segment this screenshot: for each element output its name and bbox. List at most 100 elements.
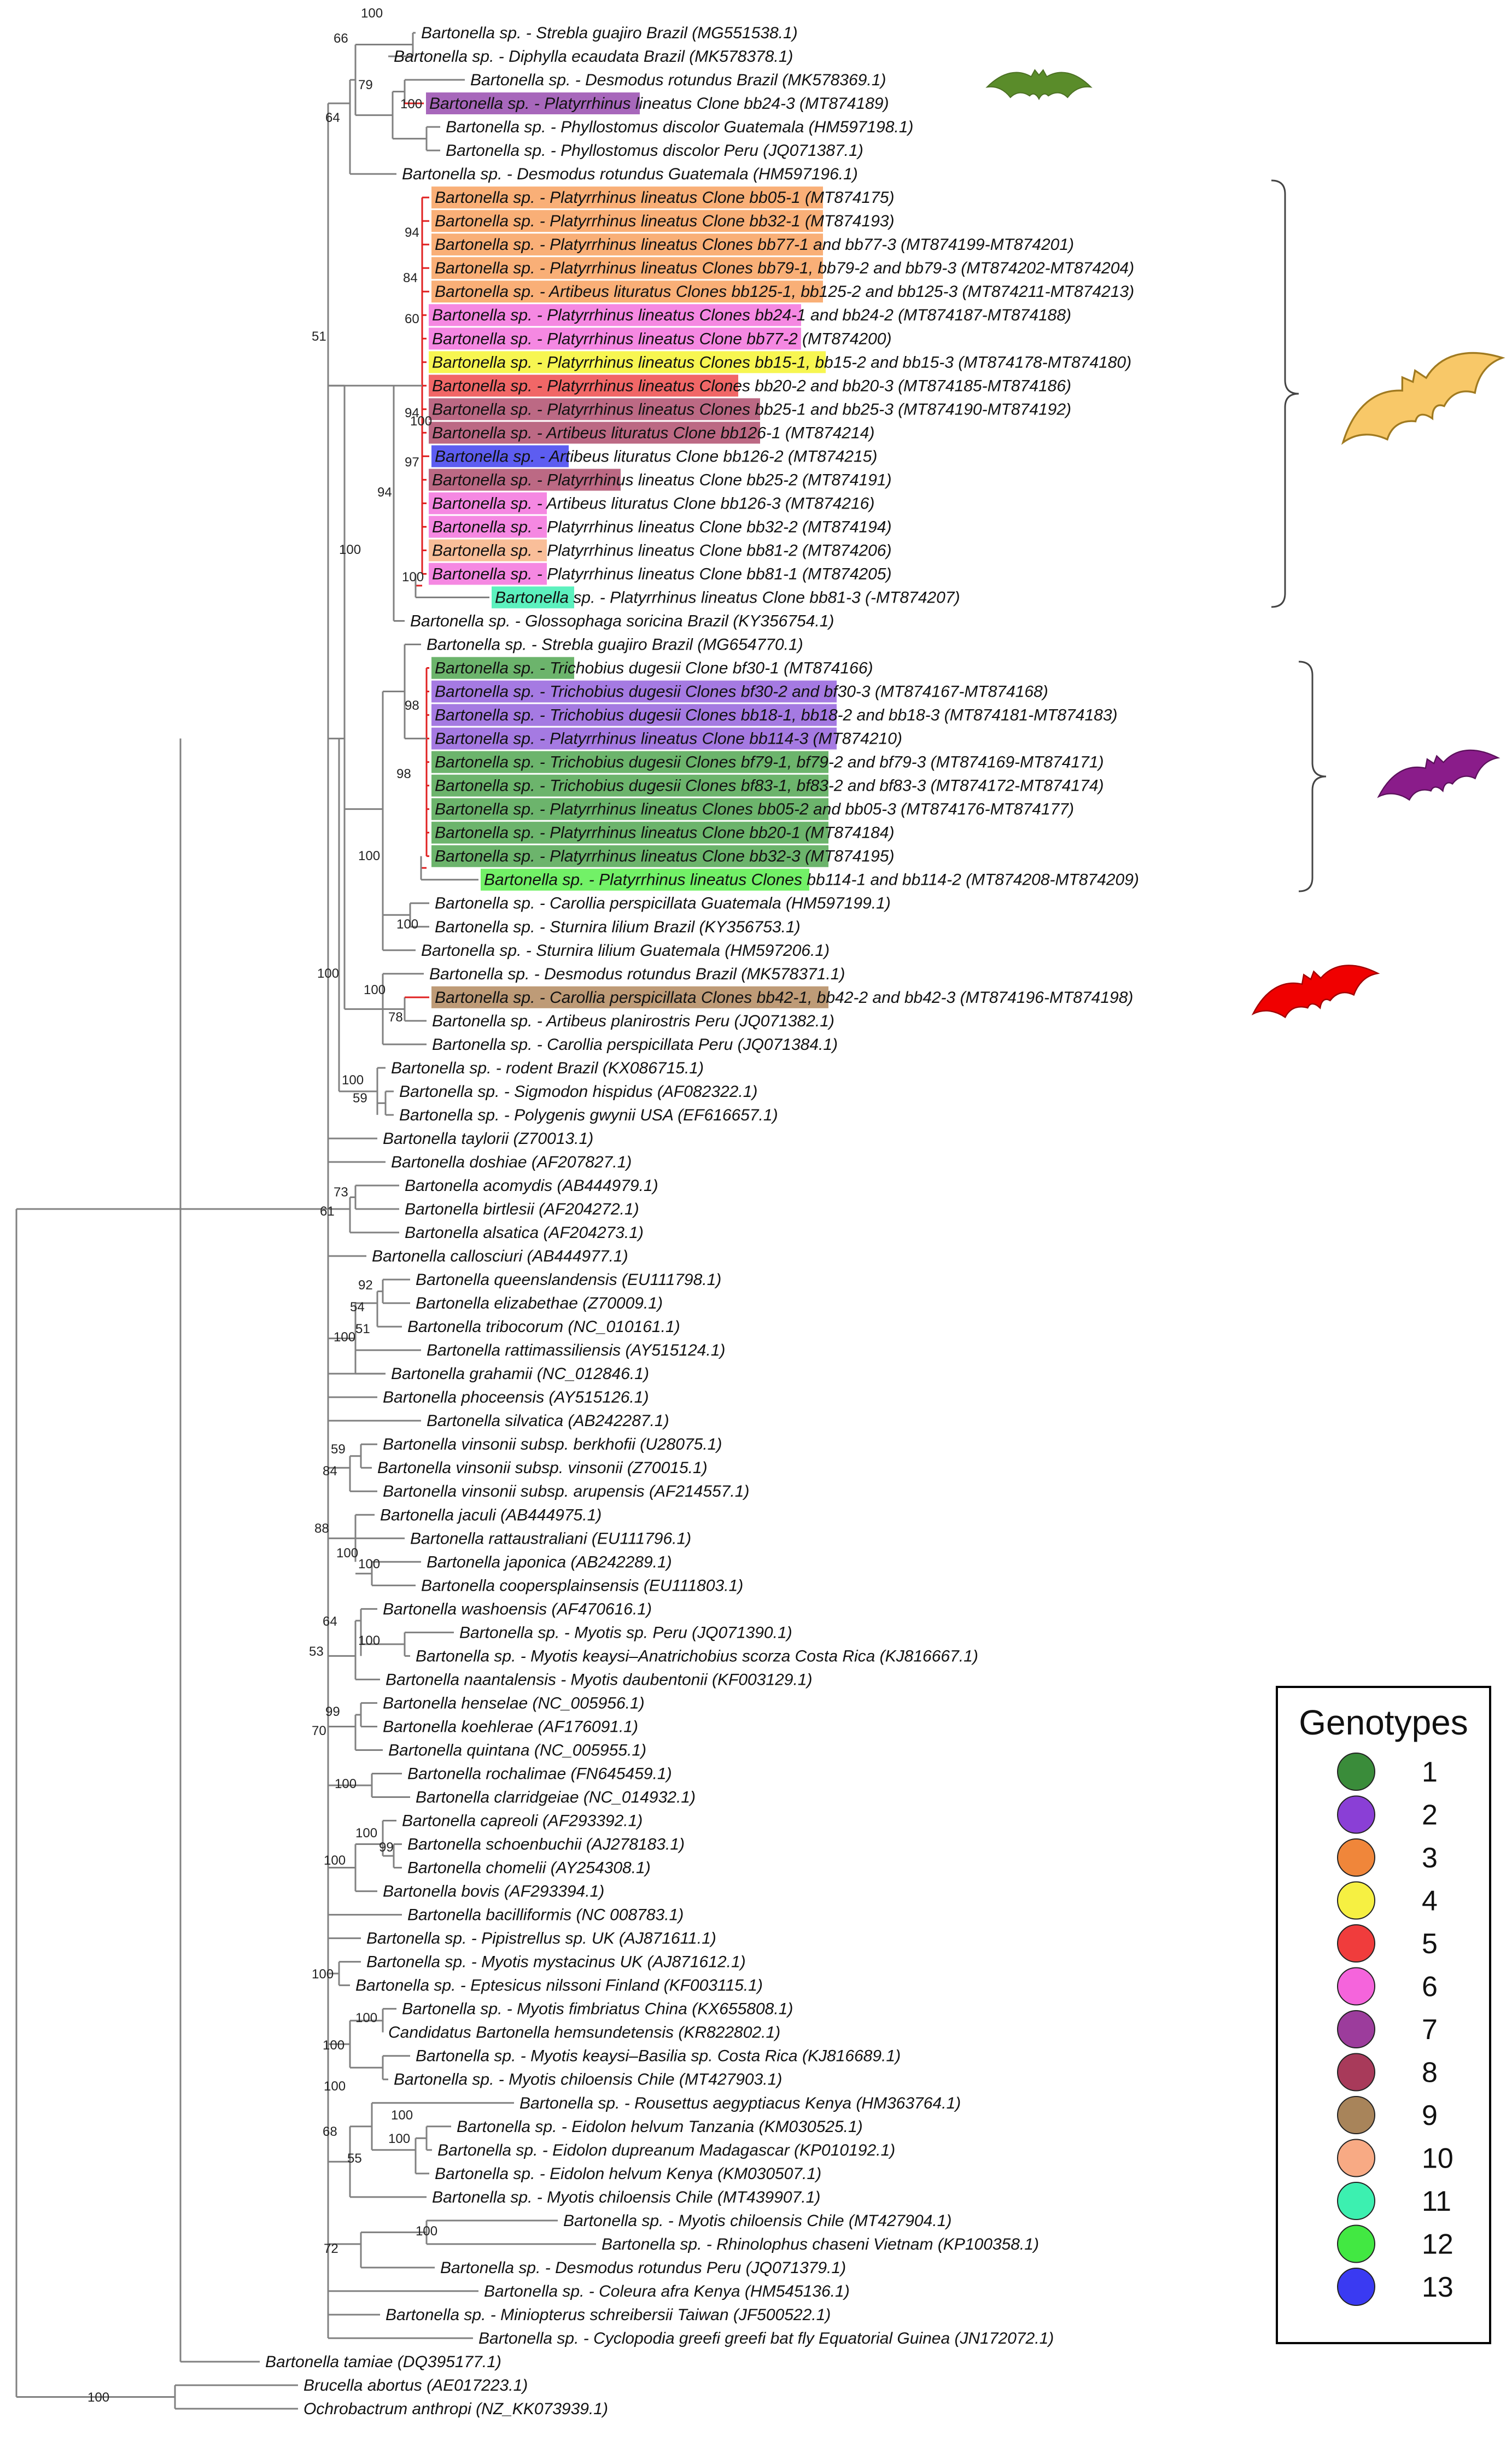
taxon-label: Bartonella koehlerae (AF176091.1) <box>383 1718 638 1736</box>
taxon-label: Bartonella sp. - Artibeus planirostris P… <box>432 1012 834 1030</box>
taxon-label: Bartonella sp. - Diphylla ecaudata Brazi… <box>394 48 793 66</box>
taxon-label: Bartonella sp. - Desmodus rotundus Peru … <box>440 2259 846 2277</box>
genotype-highlight <box>431 986 828 1008</box>
legend-swatch <box>1337 1795 1375 1834</box>
legend-label: 5 <box>1422 1928 1438 1960</box>
genotype-highlight <box>429 563 547 585</box>
genotype-highlight <box>429 351 826 373</box>
taxon-label: Bartonella coopersplainsensis (EU111803.… <box>421 1576 743 1595</box>
bootstrap-value: 100 <box>364 983 386 997</box>
taxon-label: Bartonella vinsonii subsp. vinsonii (Z70… <box>377 1459 708 1477</box>
genotype-highlight <box>429 398 760 421</box>
taxon-label: Bartonella queenslandensis (EU111798.1) <box>416 1271 721 1289</box>
bootstrap-value: 79 <box>358 78 373 92</box>
bootstrap-value: 100 <box>358 849 380 863</box>
bootstrap-value: 100 <box>416 2224 437 2239</box>
taxon-label: Bartonella schoenbuchii (AJ278183.1) <box>407 1836 685 1854</box>
genotype-highlight <box>431 257 823 279</box>
taxon-label: Bartonella sp. - Platyrrhinus lineatus C… <box>435 236 1074 254</box>
taxon-label: Bartonella sp. - Eidolon dupreanum Madag… <box>437 2141 895 2159</box>
taxon-label: Bartonella sp. - Platyrrhinus lineatus C… <box>435 801 1074 819</box>
legend-label: 12 <box>1422 2229 1453 2261</box>
tree-branches <box>15 32 596 2410</box>
bootstrap-value: 61 <box>320 1204 335 1219</box>
taxon-label: Bartonella sp. - Sturnira lilium Guatema… <box>421 942 830 960</box>
taxon-label: Bartonella sp. - Platyrrhinus lineatus C… <box>432 330 891 348</box>
taxon-label: Bartonella sp. - Platyrrhinus lineatus C… <box>432 353 1131 371</box>
legend-label: 11 <box>1422 2186 1451 2217</box>
taxon-label: Bartonella sp. - Artibeus lituratus Clon… <box>432 494 874 512</box>
taxon-label: Bartonella sp. - rodent Brazil (KX086715… <box>391 1059 704 1077</box>
bootstrap-value: 100 <box>400 97 422 112</box>
taxon-label: Bartonella rattaustraliani (EU111796.1) <box>410 1529 691 1547</box>
genotype-highlight <box>431 821 828 844</box>
taxon-label: Bartonella sp. - Myotis sp. Peru (JQ0713… <box>459 1623 792 1642</box>
bootstrap-value: 99 <box>325 1704 340 1719</box>
taxon-label: Bartonella sp. - Myotis chiloensis Chile… <box>394 2071 782 2089</box>
taxon-label: Bartonella washoensis (AF470616.1) <box>383 1600 652 1618</box>
taxon-label: Bartonella sp. - Myotis fimbriatus China… <box>402 2000 793 2018</box>
legend-title: Genotypes <box>1299 1703 1468 1742</box>
bootstrap-value: 54 <box>350 1300 365 1315</box>
bootstrap-value: 51 <box>355 1322 370 1336</box>
taxon-label: Bartonella alsatica (AF204273.1) <box>405 1224 644 1242</box>
genotype-highlight <box>492 586 574 609</box>
legend-swatch <box>1337 1881 1375 1920</box>
taxon-label: Bartonella sp. - Glossophaga soricina Br… <box>410 612 834 630</box>
taxon-label: Bartonella sp. - Desmodus rotundus Brazi… <box>470 71 886 89</box>
bootstrap-value: 100 <box>355 2011 377 2025</box>
taxon-label: Bartonella chomelii (AY254308.1) <box>407 1859 651 1877</box>
genotype-highlights <box>426 92 837 1008</box>
legend-label: 13 <box>1422 2271 1453 2303</box>
taxon-label: Bartonella sp. - Platyrrhinus lineatus C… <box>435 730 902 748</box>
taxon-label: Bartonella capreoli (AF293392.1) <box>402 1812 643 1830</box>
bootstrap-value: 94 <box>377 485 392 500</box>
genotype-highlight <box>429 469 621 491</box>
taxon-label: Bartonella sp. - Cyclopodia greefi greef… <box>478 2329 1054 2347</box>
taxon-label: Bartonella sp. - Platyrrhinus lineatus C… <box>432 541 891 559</box>
taxon-label: Bartonella phoceensis (AY515126.1) <box>383 1388 649 1406</box>
taxon-label: Bartonella sp. - Platyrrhinus lineatus C… <box>435 189 894 207</box>
genotype-highlight <box>431 657 574 679</box>
bootstrap-value: 100 <box>355 1826 377 1841</box>
bootstrap-value: 100 <box>402 570 424 585</box>
taxon-label: Bartonella sp. - Artibeus lituratus Clon… <box>435 283 1134 301</box>
taxon-label: Ochrobactrum anthropi (NZ_KK073939.1) <box>303 2400 608 2418</box>
taxon-label: Bartonella sp. - Eptesicus nilssoni Finl… <box>355 1977 763 1995</box>
legend-label: 10 <box>1422 2143 1453 2175</box>
legend-swatch <box>1337 2182 1375 2220</box>
bootstrap-value: 64 <box>323 1614 337 1629</box>
genotype-highlight <box>431 751 828 773</box>
taxon-label: Bartonella henselae (NC_005956.1) <box>383 1694 645 1712</box>
genotype-highlight <box>429 539 547 562</box>
bootstrap-value: 59 <box>353 1091 367 1106</box>
clade-bracket <box>1298 661 1327 892</box>
taxon-label: Bartonella sp. - Sturnira lilium Brazil … <box>435 918 801 936</box>
genotype-highlight <box>429 304 801 326</box>
purple-bat-icon <box>1377 749 1501 801</box>
taxon-label: Bartonella sp. - Platyrrhinus lineatus C… <box>435 824 894 842</box>
taxon-label: Bartonella sp. - Phyllostomus discolor P… <box>446 142 863 160</box>
taxon-label: Bartonella sp. - Phyllostomus discolor G… <box>446 118 913 136</box>
red-bat-icon <box>1251 965 1380 1019</box>
bootstrap-value: 100 <box>339 542 361 557</box>
taxon-label: Bartonella clarridgeiae (NC_014932.1) <box>416 1789 696 1807</box>
taxon-label: Bartonella tribocorum (NC_010161.1) <box>407 1318 680 1336</box>
genotype-highlight <box>429 422 760 444</box>
taxon-label: Bartonella sp. - Platyrrhinus lineatus C… <box>432 518 891 536</box>
taxon-label: Bartonella sp. - Carollia perspicillata … <box>435 895 891 913</box>
taxon-label: Bartonella sp. - Myotis chiloensis Chile… <box>432 2188 820 2206</box>
bootstrap-value: 100 <box>391 2108 413 2123</box>
clade-brackets <box>1271 179 1327 892</box>
legend-swatch <box>1337 1924 1375 1963</box>
legend-label: 2 <box>1422 1800 1438 1831</box>
taxon-label: Bartonella rochalimae (FN645459.1) <box>407 1765 672 1783</box>
taxon-label: Bartonella birtlesii (AF204272.1) <box>405 1200 639 1218</box>
green-bat-icon <box>985 69 1093 101</box>
bootstrap-value: 68 <box>323 2124 337 2139</box>
bootstrap-value: 100 <box>87 2390 109 2405</box>
taxon-label: Bartonella sp. - Carollia perspicillata … <box>435 989 1133 1007</box>
taxon-label: Bartonella sp. - Platyrrhinus lineatus C… <box>495 588 960 606</box>
genotype-highlight <box>431 774 828 797</box>
